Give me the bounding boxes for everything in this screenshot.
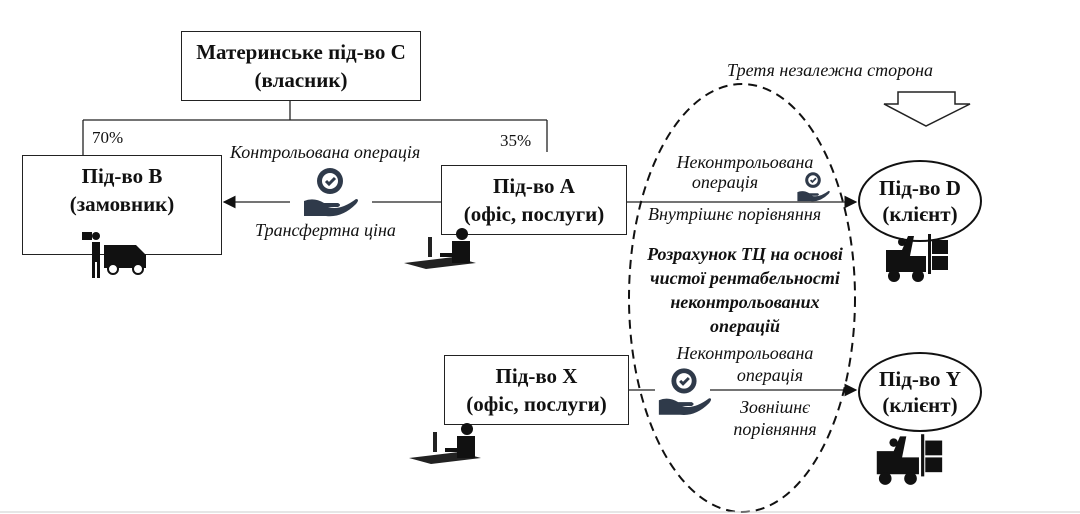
hand-check-icon (797, 172, 830, 202)
internal-comparison-label: Внутрішнє порівняння (648, 204, 822, 224)
company-a-role: (офіс, послуги) (463, 202, 605, 226)
external-line1: Зовнішнє (739, 397, 811, 417)
share-a-label: 35% (500, 131, 532, 150)
company-b-box: Під-во В (замовник) (22, 155, 222, 255)
forklift-icon (876, 434, 943, 485)
down-arrow-icon (883, 91, 971, 127)
calc-line2: чистої рентабельності (650, 268, 840, 288)
company-a-box: Під-во А (офіс, послуги) (441, 165, 627, 235)
forklift-icon (886, 234, 948, 282)
company-b-role: (замовник) (69, 192, 175, 216)
hand-check-icon (304, 168, 358, 217)
client-d-name: Під-во D (879, 176, 961, 200)
uncontrolled-2-line2: операція (736, 365, 804, 385)
client-d-role: (клієнт) (882, 202, 958, 226)
calc-label: Розрахунок ТЦ на основі чистої рентабельн… (630, 242, 860, 338)
company-x-role: (офіс, послуги) (466, 392, 607, 416)
uncontrolled-2-line1: Неконтрольована (676, 343, 814, 363)
office-worker-icon (409, 423, 481, 464)
parent-role: (власник) (254, 68, 348, 92)
company-a-name: Під-во А (493, 174, 575, 198)
company-b-name: Під-во В (81, 164, 163, 188)
client-d-circle: Під-во D(клієнт) (858, 160, 982, 242)
calc-line3: неконтрольованих (670, 292, 820, 312)
client-y-name: Під-во Y (879, 367, 961, 391)
client-y-role: (клієнт) (882, 393, 958, 417)
transfer-price-label: Трансфертна ціна (255, 220, 396, 240)
uncontrolled-1-line2: операція (691, 172, 759, 192)
parent-name: Материнське під-во С (196, 40, 406, 64)
share-b-label: 70% (92, 128, 124, 147)
controlled-op-label: Контрольована операція (230, 142, 421, 162)
office-worker-icon (404, 228, 476, 269)
third-party-label: Третя незалежна сторона (727, 60, 934, 80)
company-x-box: Під-во Х (офіс, послуги) (444, 355, 629, 425)
hand-check-icon (658, 368, 712, 415)
external-line2: порівняння (733, 419, 817, 439)
uncontrolled-1-line1: Неконтрольована (676, 152, 814, 172)
calc-line1: Розрахунок ТЦ на основі (647, 244, 843, 264)
company-x-name: Під-во Х (495, 364, 578, 388)
parent-company-box: Материнське під-во С (власник) (181, 31, 421, 101)
client-y-circle: Під-во Y(клієнт) (858, 352, 982, 432)
calc-line4: операцій (709, 316, 781, 336)
delivery-truck-icon (82, 232, 146, 278)
